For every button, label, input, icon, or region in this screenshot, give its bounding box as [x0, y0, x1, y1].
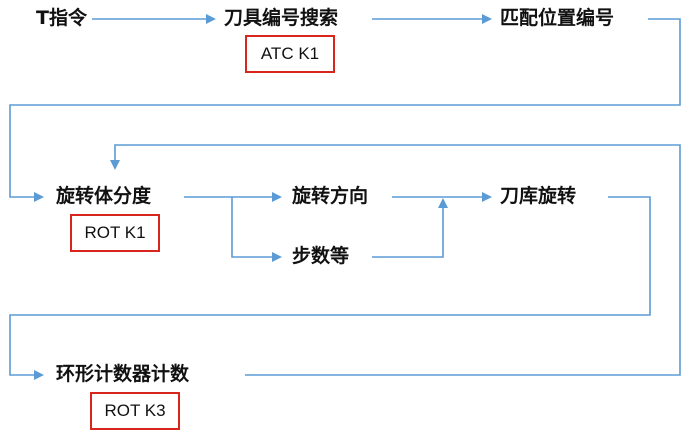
tag-rot-k3: ROT K3: [90, 392, 180, 430]
node-ring-counter-count: 环形计数器计数: [56, 363, 190, 385]
arrow-ring-counter-feedback: [110, 144, 681, 376]
arrow-magazine-rotation-to-ring-counter: [9, 196, 651, 380]
tag-rot-k1: ROT K1: [70, 214, 160, 252]
tag-atc-k1: ATC K1: [245, 35, 335, 73]
arrow-steps-to-merge: [372, 198, 448, 258]
node-rotary-indexing: 旋转体分度: [56, 185, 152, 207]
node-t-command: T指令: [36, 7, 87, 29]
node-magazine-rotation: 刀库旋转: [500, 185, 577, 207]
node-match-position-number: 匹配位置编号: [500, 7, 615, 29]
arrow-match-position-to-rotary-indexing: [9, 18, 681, 202]
arrow-indexing-to-steps: [231, 197, 282, 262]
node-tool-number-search: 刀具编号搜索: [224, 7, 339, 29]
node-rotation-direction: 旋转方向: [292, 185, 369, 207]
node-step-count: 步数等: [292, 245, 350, 267]
